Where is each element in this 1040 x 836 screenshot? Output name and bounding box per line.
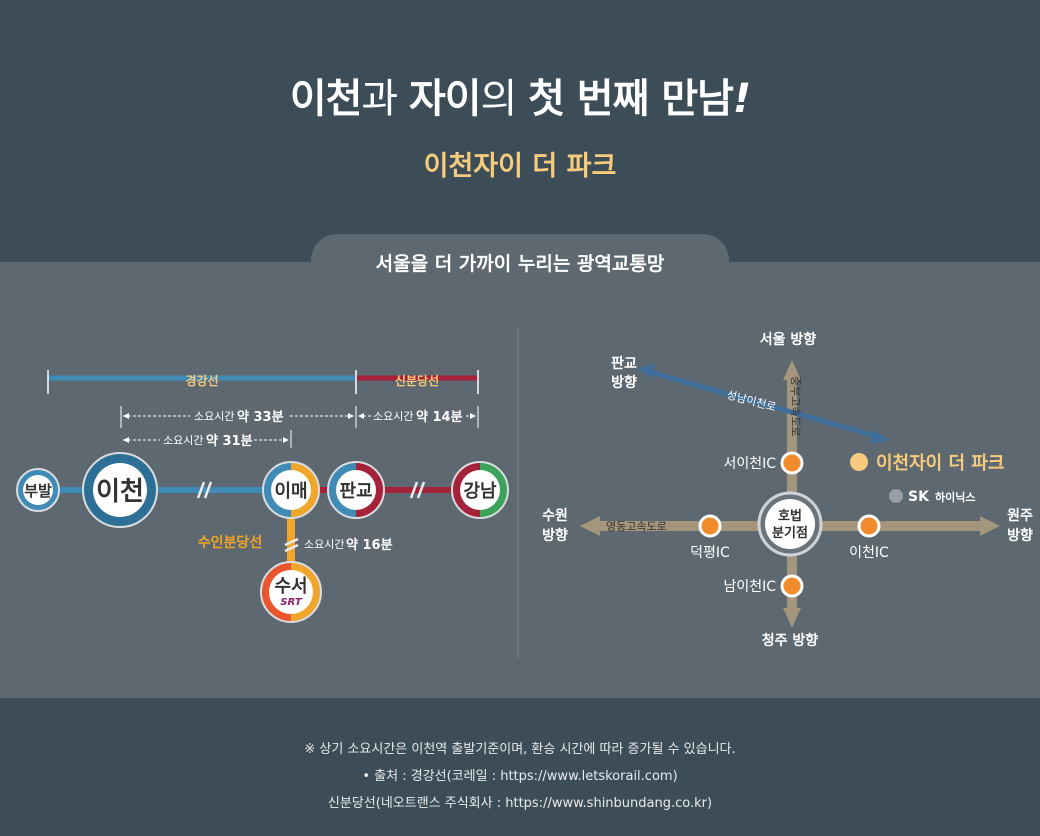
footer [0,698,1040,836]
section-tab [311,234,729,294]
ic-deokpyeong[interactable]: 덕평IC [690,514,730,561]
gyeongang-label: 경강선 [185,373,218,388]
page-subtitle: 이천자이 더 파크 [423,151,617,182]
station-icheon-label: 이천 [96,477,144,507]
hynix-label: 하이닉스 [935,490,975,504]
ic-seoicheon[interactable]: 서이천IC [723,451,804,475]
suwon-direction-1: 수원 [542,508,568,524]
shinbundang-label: 신분당선 [395,373,439,388]
seongnam-icheon-road [649,369,877,439]
seoul-direction: 서울 방향 [760,331,817,348]
suwon-direction-2: 방향 [542,527,568,544]
page-title: 이천과 자이의 첫 번째 만남! [0,66,1040,124]
time-label-33: 소요시간 [194,410,234,423]
time-16: 약 16분 [346,537,393,553]
station-pangyo[interactable]: 판교 [327,461,385,519]
sk-dot-icon [889,489,903,503]
ic-icheon-label: 이천IC [849,545,889,561]
pangyo-direction-1: 판교 [611,356,637,372]
sk-label: SK [908,489,930,505]
header: 이천과 자이의 첫 번째 만남! 이천자이 더 파크 [0,0,1040,262]
station-pangyo-label: 판교 [339,481,372,502]
station-suseo-label: 수서 [274,576,307,597]
subway-diagram: 경강선 신분당선 소요시간 약 33분 소요시간 약 14분 소요시간 약 31… [16,370,509,623]
road-map: 성남이천로 중부고속도로 영동고속도로 서울 방향 청주 방향 판교 방향 수원… [542,331,1033,649]
ic-namicheon-label: 남이천IC [723,579,776,595]
title-icheon: 이천 [289,76,363,122]
title-exclamation: ! [732,76,751,122]
ic-seoicheon-label: 서이천IC [723,456,776,472]
ic-icheon[interactable]: 이천IC [849,514,889,561]
title-xi: 자이 [408,76,482,122]
station-suseo[interactable]: 수서 SRT [260,561,322,623]
time-label-14: 소요시간 [373,410,413,423]
footer-note-1: ※ 상기 소요시간은 이천역 출발기준이며, 환승 시간에 따라 증가될 수 있… [304,742,736,757]
ic-namicheon[interactable]: 남이천IC [723,574,804,598]
time-14: 약 14분 [416,409,463,425]
station-imae[interactable]: 이매 [262,461,320,519]
site-label: 이천자이 더 파크 [876,453,1004,474]
title-connector-2: 의 [480,76,529,122]
pangyo-direction-2: 방향 [611,374,637,391]
time-label-31: 소요시간 [163,434,203,447]
time-31: 약 31분 [206,433,253,449]
time-label-16: 소요시간 [304,538,344,551]
wonju-direction-1: 원주 [1007,508,1033,524]
station-imae-label: 이매 [274,481,307,502]
station-gangnam[interactable]: 강남 [451,461,509,519]
site-dot-icon [850,453,868,471]
footer-note-2: • 출처 : 경강선(코레일 : https://www.letskorail.… [362,769,678,784]
footer-note-3: 신분당선(네오트랜스 주식회사 : https://www.shinbundan… [327,796,713,811]
title-first-meeting: 첫 번째 만남 [528,76,734,122]
yeongdong-label: 영동고속도로 [606,520,667,533]
sk-hynix-marker[interactable]: SK 하이닉스 [889,489,975,505]
wonju-direction-2: 방향 [1007,527,1033,544]
title-connector-1: 과 [361,76,409,122]
cheongju-direction: 청주 방향 [762,632,819,649]
section-tab-label: 서울을 더 가까이 누리는 광역교통망 [375,253,665,275]
station-gangnam-label: 강남 [463,481,497,502]
ic-deokpyeong-label: 덕평IC [690,545,730,561]
hobeop-junction[interactable]: 호법 분기점 [757,491,823,557]
hobeop-label-1: 호법 [778,508,802,524]
hobeop-label-2: 분기점 [772,526,808,541]
suin-label: 수인분당선 [198,534,262,551]
time-33: 약 33분 [237,409,284,425]
station-icheon[interactable]: 이천 [82,452,158,528]
seongnam-icheon-ro-label: 성남이천로 [725,387,778,414]
srt-logo: SRT [280,597,302,608]
station-bubal[interactable]: 부발 [16,468,60,512]
station-bubal-label: 부발 [24,482,52,500]
traffic-panel [0,262,1040,698]
jungbu-label: 중부고속도로 [789,376,802,437]
site-marker[interactable]: 이천자이 더 파크 [850,453,1004,474]
